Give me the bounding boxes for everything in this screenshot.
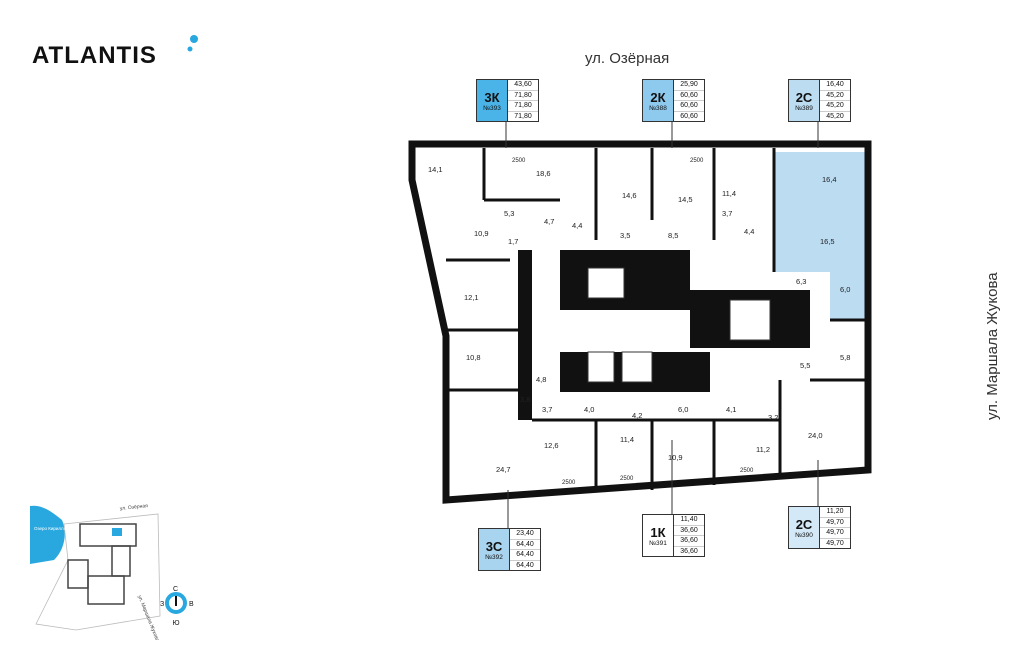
room-area: 6,0	[678, 405, 688, 414]
area-value: 71,80	[508, 101, 538, 112]
apartment-type: 1К	[650, 524, 666, 540]
area-value: 43,60	[508, 80, 538, 91]
apartment-type: 2С	[795, 516, 813, 532]
area-value: 36,60	[674, 526, 704, 536]
compass-n: С	[173, 586, 178, 593]
room-area: 5,8	[840, 353, 850, 362]
area-value: 45,20	[820, 91, 850, 101]
room-area: 12,1	[464, 293, 479, 302]
area-value: 23,40	[510, 529, 540, 540]
room-area: 12,6	[544, 441, 559, 450]
area-value: 64,40	[510, 550, 540, 561]
room-area: 4,4	[744, 227, 754, 236]
room-area: 18,6	[536, 169, 551, 178]
apartment-number: №388	[649, 104, 667, 112]
site-minimap: Озеро Кирилловское ул. Озёрная ул. Марша…	[30, 503, 161, 640]
apartment-number: №389	[795, 104, 813, 112]
room-area: 4,1	[726, 405, 736, 414]
apartment-highlight-2c-389[interactable]	[774, 152, 868, 320]
street-label-top: ул. Озёрная	[585, 50, 670, 67]
compass-w: З	[160, 601, 164, 608]
room-area: 4,0	[584, 405, 594, 414]
room-area: 3,5	[620, 231, 630, 240]
area-value: 60,60	[674, 101, 704, 112]
room-area: 8,5	[668, 231, 678, 240]
apartment-number: №392	[485, 553, 503, 561]
apartment-type: 2С	[795, 89, 813, 105]
room-area: 6,0	[840, 285, 850, 294]
area-value: 11,20	[820, 507, 850, 518]
apartment-number: №390	[795, 531, 813, 539]
room-area: 4,2	[632, 411, 642, 420]
area-value: 16,40	[820, 80, 850, 91]
room-area: 11,2	[756, 445, 770, 454]
logo-dot-icon	[187, 35, 198, 52]
area-value: 25,90	[674, 80, 704, 91]
area-value: 49,70	[826, 539, 844, 547]
apartment-type: 3С	[485, 538, 503, 554]
room-area: 14,6	[622, 191, 637, 200]
minimap-street-top: ул. Озёрная	[120, 503, 149, 512]
room-area: 5,5	[800, 361, 810, 370]
dimension-label: 2500	[620, 476, 634, 482]
apartment-number: №393	[483, 104, 501, 112]
room-area: 16,5	[820, 237, 835, 246]
room-area: 6,3	[796, 277, 806, 286]
apartment-type: 2К	[650, 89, 666, 105]
area-value: 45,20	[826, 112, 844, 120]
room-area: 10,9	[668, 453, 683, 462]
minimap-street-right: ул. Маршала Жукова	[136, 595, 160, 640]
room-area: 24,0	[808, 431, 823, 440]
compass-icon: С Ю З В	[160, 586, 194, 627]
room-area: 14,1	[428, 165, 443, 174]
area-value: 45,20	[820, 101, 850, 112]
room-area: 4,8	[536, 375, 546, 384]
room-area: 3,8	[520, 395, 530, 404]
apartment-number: №391	[649, 539, 667, 547]
lake-shape	[30, 505, 65, 564]
area-value: 64,40	[516, 561, 534, 569]
area-value: 49,70	[820, 518, 850, 528]
area-value: 71,80	[508, 91, 538, 101]
area-value: 36,60	[680, 547, 698, 555]
dimension-label: 2500	[562, 480, 576, 486]
room-area: 5,3	[504, 209, 514, 218]
compass-e: В	[189, 601, 194, 608]
room-area: 11,4	[620, 435, 634, 444]
room-area: 24,7	[496, 465, 511, 474]
room-area: 3,7	[542, 405, 552, 414]
apartment-type: 3К	[484, 89, 500, 105]
dimension-label: 2500	[512, 158, 526, 164]
area-value: 36,60	[674, 536, 704, 547]
area-value: 11,40	[674, 515, 704, 526]
room-area: 16,4	[822, 175, 837, 184]
room-area: 3,7	[722, 209, 732, 218]
room-area: 14,5	[678, 195, 693, 204]
room-area: 3,2	[768, 413, 778, 422]
area-value: 60,60	[680, 112, 698, 120]
room-area: 4,7	[544, 217, 554, 226]
dimension-label: 2500	[690, 158, 704, 164]
room-area: 11,4	[722, 189, 736, 198]
room-area: 1,7	[508, 237, 518, 246]
lake-label: Озеро Кирилловское	[34, 526, 78, 531]
dimension-label: 2500	[740, 468, 754, 474]
area-value: 71,80	[514, 112, 532, 120]
room-area: 10,9	[474, 229, 489, 238]
room-area: 4,4	[572, 221, 582, 230]
room-area: 10,8	[466, 353, 481, 362]
area-value: 64,40	[510, 540, 540, 550]
brand-logo: ATLANTIS	[32, 42, 157, 69]
area-value: 49,70	[820, 528, 850, 539]
compass-s: Ю	[173, 620, 180, 627]
area-value: 60,60	[674, 91, 704, 101]
